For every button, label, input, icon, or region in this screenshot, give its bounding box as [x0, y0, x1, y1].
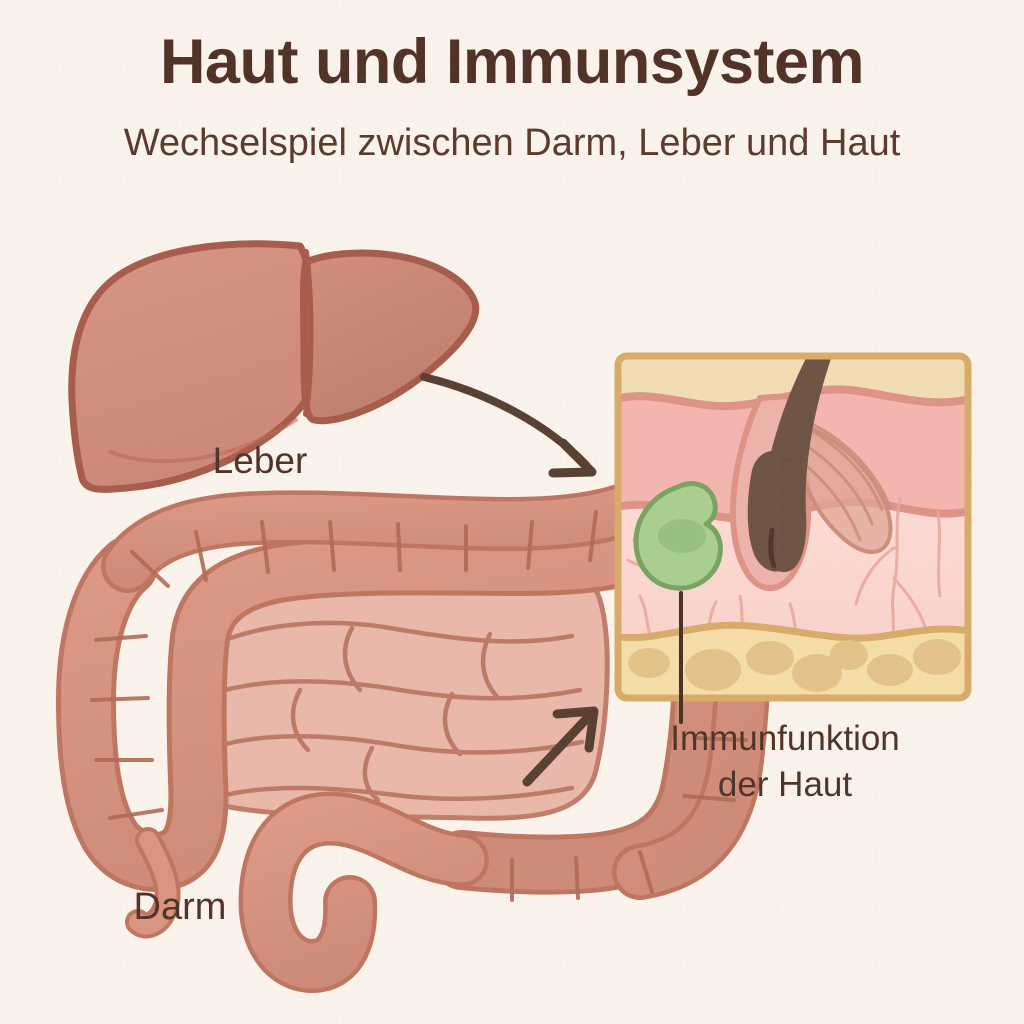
fat-lobules	[628, 639, 961, 692]
colon-frame-fill	[61, 509, 728, 890]
immune-cell-nucleus	[658, 519, 706, 553]
intestine-label: Darm	[133, 886, 227, 928]
small-intestine-coils	[193, 620, 585, 803]
liver-lobe-division	[303, 249, 314, 417]
arrow-intestine-to-skin-head	[552, 706, 599, 753]
sigmoid-rectum-fill	[243, 796, 485, 989]
appendix-fill	[129, 831, 177, 935]
liver-fold	[108, 418, 298, 464]
skin-label-line1: Immunfunktion	[670, 719, 900, 758]
skin-immune-label: Immunfunktion der Haut	[590, 716, 980, 808]
skin-boundary-lower	[618, 621, 968, 642]
liver-label: Leber	[212, 440, 308, 481]
arrow-liver-to-skin-head	[548, 438, 597, 478]
hair-bulb	[747, 450, 803, 572]
skin-label-line2: der Haut	[717, 765, 853, 804]
arrow-intestine-to-skin	[522, 709, 596, 787]
page-title: Haut und Immunsystem	[159, 27, 865, 97]
arrector-pili-striations	[800, 422, 892, 542]
hair-papilla	[768, 527, 777, 569]
skin-box-border	[614, 352, 972, 702]
page-subtitle: Wechselspiel zwischen Darm, Leber und Ha…	[123, 122, 901, 164]
